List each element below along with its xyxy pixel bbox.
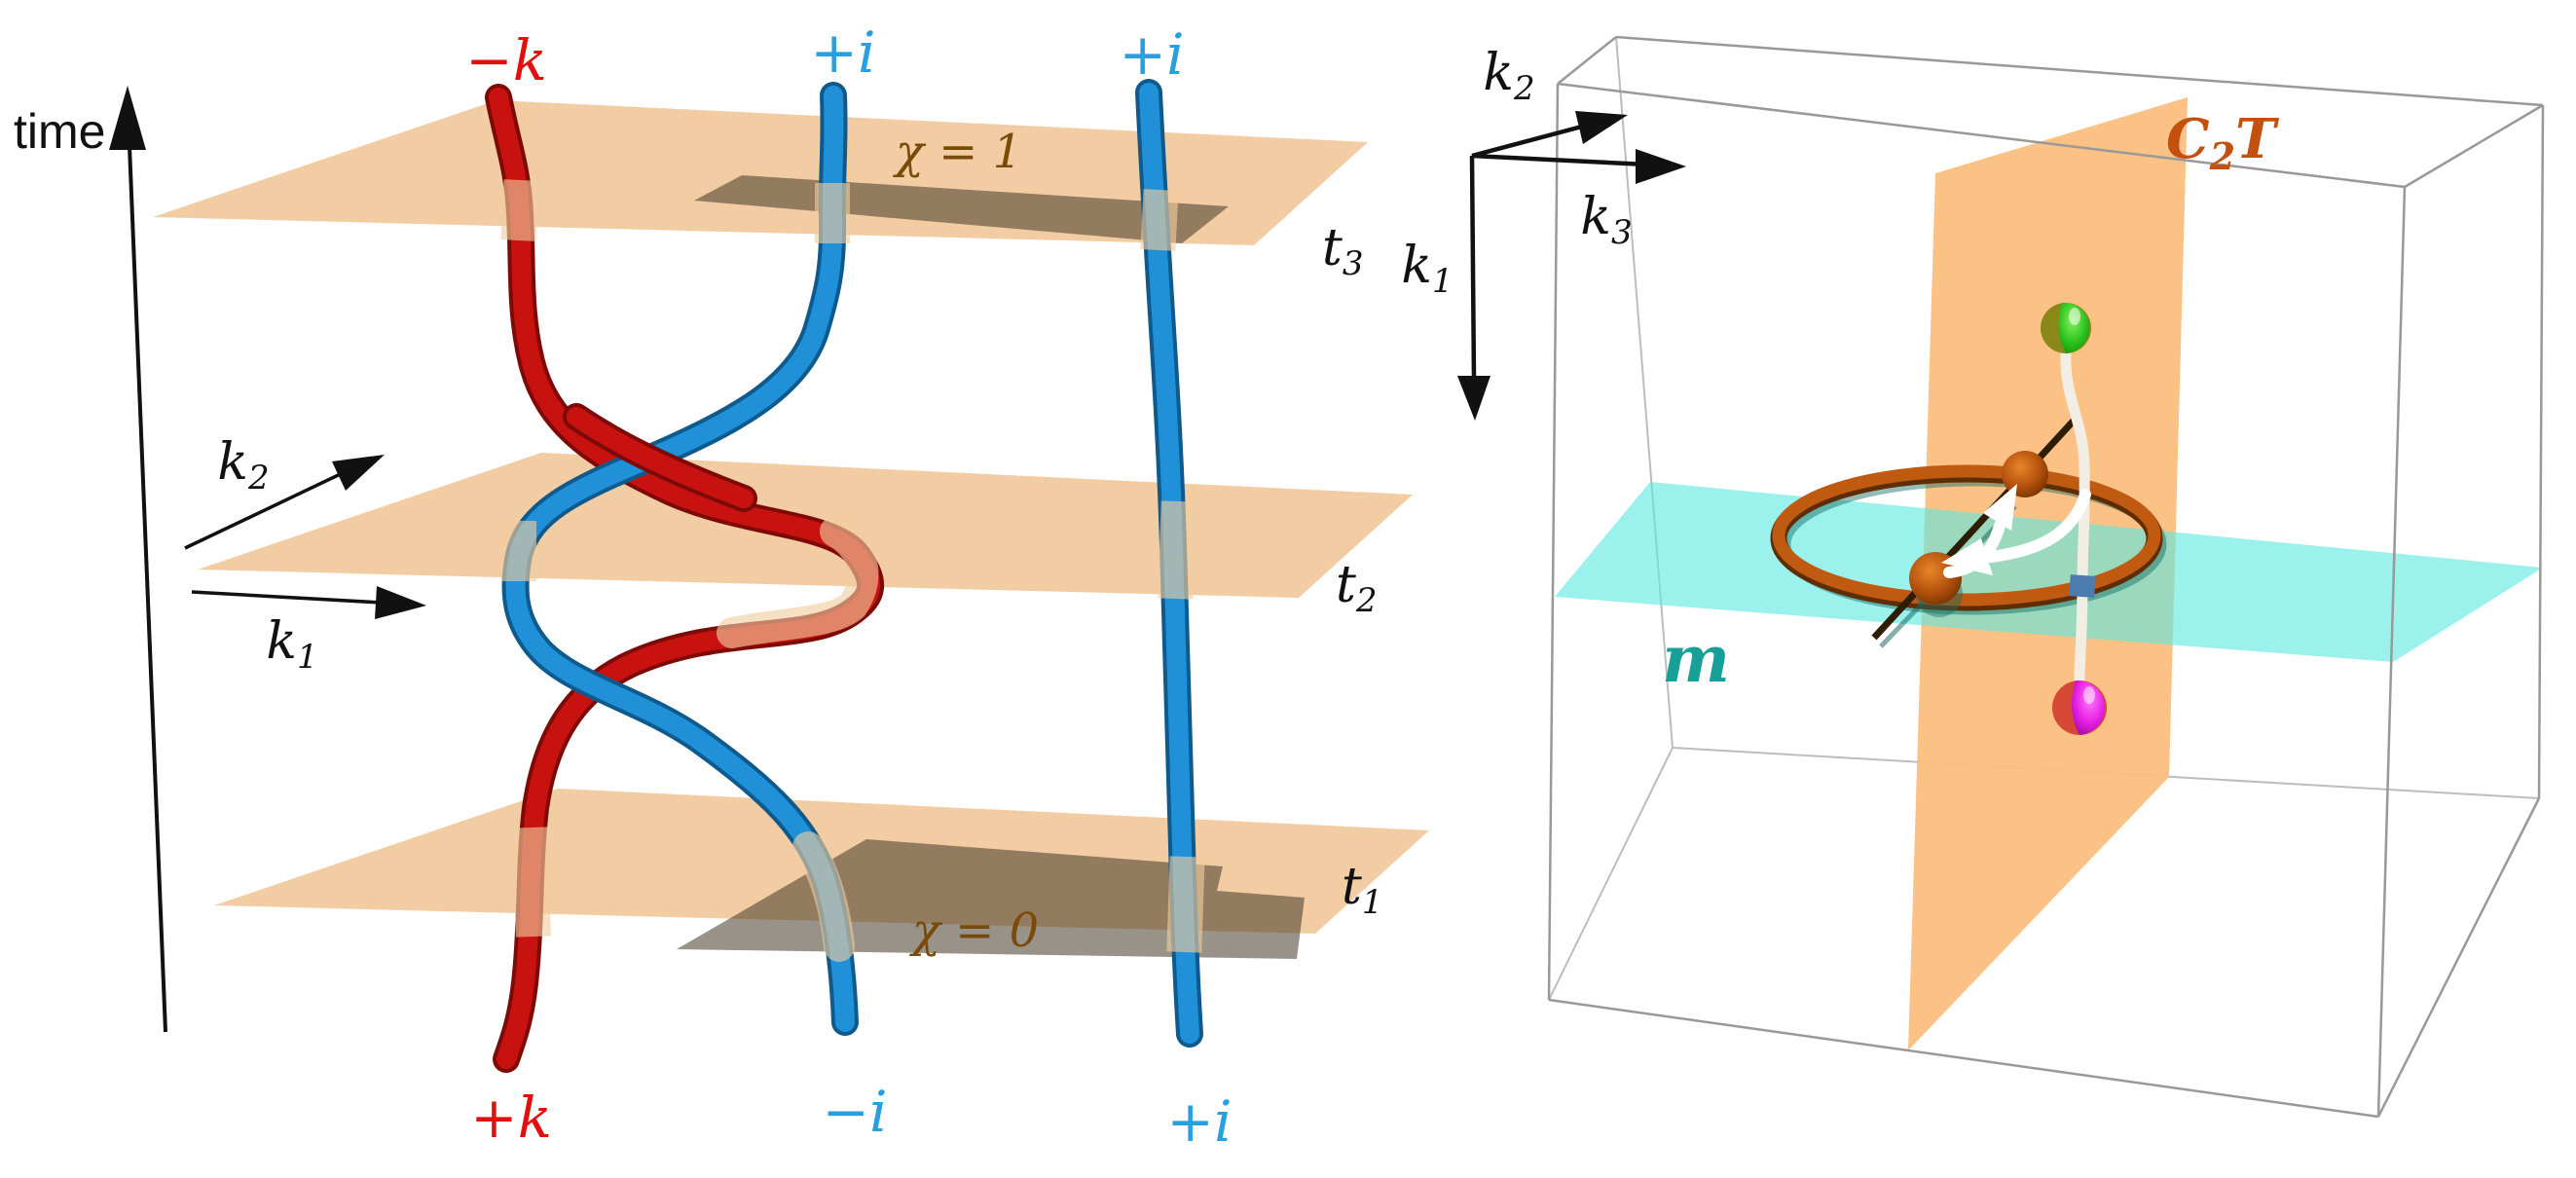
time-axis-arrowhead-icon xyxy=(109,86,146,150)
green-sphere-highlight xyxy=(2069,308,2080,325)
right-k1-label: k1 xyxy=(1401,237,1453,301)
right-k2-label: k2 xyxy=(1483,44,1534,108)
k2-axis-arrowhead-icon xyxy=(332,455,385,491)
k1-axis-label: k1 xyxy=(266,612,317,677)
ring-main xyxy=(1772,464,2161,607)
right-k-axes: k2 k3 k1 xyxy=(1401,44,1686,421)
cube-edge-back-right xyxy=(2537,104,2545,799)
k3-arrowhead-icon xyxy=(1636,149,1686,184)
chi-0-label: χ = 0 xyxy=(909,903,1039,958)
tint-blue-t2 xyxy=(501,521,536,581)
cube-edge-top-left xyxy=(1557,36,1617,85)
white-string xyxy=(2060,348,2090,689)
cube-edge-bottom-right xyxy=(2376,797,2541,1118)
k2-arrowhead-icon xyxy=(1575,111,1628,144)
tint-blue-t3 xyxy=(815,183,850,243)
tint-red-t2 xyxy=(717,516,879,648)
cube-edge-top-back xyxy=(1615,35,2544,107)
cube-edge-top-right xyxy=(2404,103,2544,189)
magenta-sphere-highlight xyxy=(2083,686,2095,704)
k2-line xyxy=(1471,120,1598,159)
tint-red-t1 xyxy=(512,827,551,938)
c2t-label: C2T xyxy=(2166,107,2280,178)
cube-edge-back-left xyxy=(1615,36,1674,749)
k1-line xyxy=(1469,155,1477,381)
tint-blue-t1 xyxy=(792,831,855,962)
magenta-sphere-magenta-half xyxy=(2071,680,2106,735)
time-axis-label: time xyxy=(14,104,105,159)
k1-axis-line xyxy=(191,590,383,605)
red-crossing-core xyxy=(567,407,754,508)
green-sphere xyxy=(2041,302,2091,353)
cube-edge-front-right xyxy=(2376,186,2407,1118)
mirror-label: m xyxy=(1662,621,1730,697)
time-axis-line xyxy=(128,145,167,1033)
right-bottom-label: +i xyxy=(1166,1088,1232,1155)
mirror-plane xyxy=(1555,482,2543,662)
cube-edge-bottom-left-back xyxy=(1548,747,1674,1001)
tint-red-t3 xyxy=(500,179,539,241)
nodal-ring xyxy=(1770,464,2167,615)
plane-crossing-tints xyxy=(500,179,1205,962)
k2-axis: k2 xyxy=(184,433,385,550)
right-panel: k2 k3 k1 C2T m xyxy=(1401,35,2545,1119)
cube-edge-top-front xyxy=(1557,82,2406,189)
red-strand-upper-crossing xyxy=(563,403,757,512)
arrow-up-shaft xyxy=(1943,520,2006,578)
tint-blue-right-t3 xyxy=(1140,189,1179,251)
t3-label: t3 xyxy=(1322,219,1364,283)
time-axis: time xyxy=(14,86,167,1033)
k1-axis: k1 xyxy=(191,586,426,677)
t1-label: t1 xyxy=(1342,858,1383,922)
node-front xyxy=(1909,552,1962,605)
red-bottom-label: +k xyxy=(470,1085,552,1151)
green-sphere-green-half xyxy=(2058,302,2090,353)
cube-edge-bottom-front xyxy=(1548,998,2379,1119)
middle-top-label: +i xyxy=(810,19,875,86)
k1-axis-arrowhead-icon xyxy=(375,586,426,619)
k1-arrowhead-icon xyxy=(1457,376,1490,421)
right-k3-label: k3 xyxy=(1580,188,1632,252)
right-top-label: +i xyxy=(1119,21,1184,88)
red-top-label: −k xyxy=(465,27,547,93)
transfer-arrows xyxy=(1941,484,2091,578)
t2-label: t2 xyxy=(1336,556,1378,620)
left-panel: time k2 k1 xyxy=(14,19,1429,1155)
cube-edge-front-left xyxy=(1547,83,1560,1001)
k2-axis-label: k2 xyxy=(217,433,269,497)
node-back xyxy=(2002,451,2048,497)
cube-edges xyxy=(1547,35,2545,1119)
arrow-up-head-icon xyxy=(1983,484,2017,531)
tint-blue-right-t2 xyxy=(1158,500,1196,600)
middle-bottom-label: −i xyxy=(822,1079,887,1145)
magenta-sphere xyxy=(2052,680,2107,735)
k2-axis-line xyxy=(184,467,351,550)
tint-blue-right-t1 xyxy=(1166,856,1205,953)
k3-line xyxy=(1471,153,1648,167)
ring-string-marker xyxy=(2069,574,2096,598)
arrow-left-shaft xyxy=(1985,489,2091,563)
chi-1-label: χ = 1 xyxy=(893,125,1022,179)
